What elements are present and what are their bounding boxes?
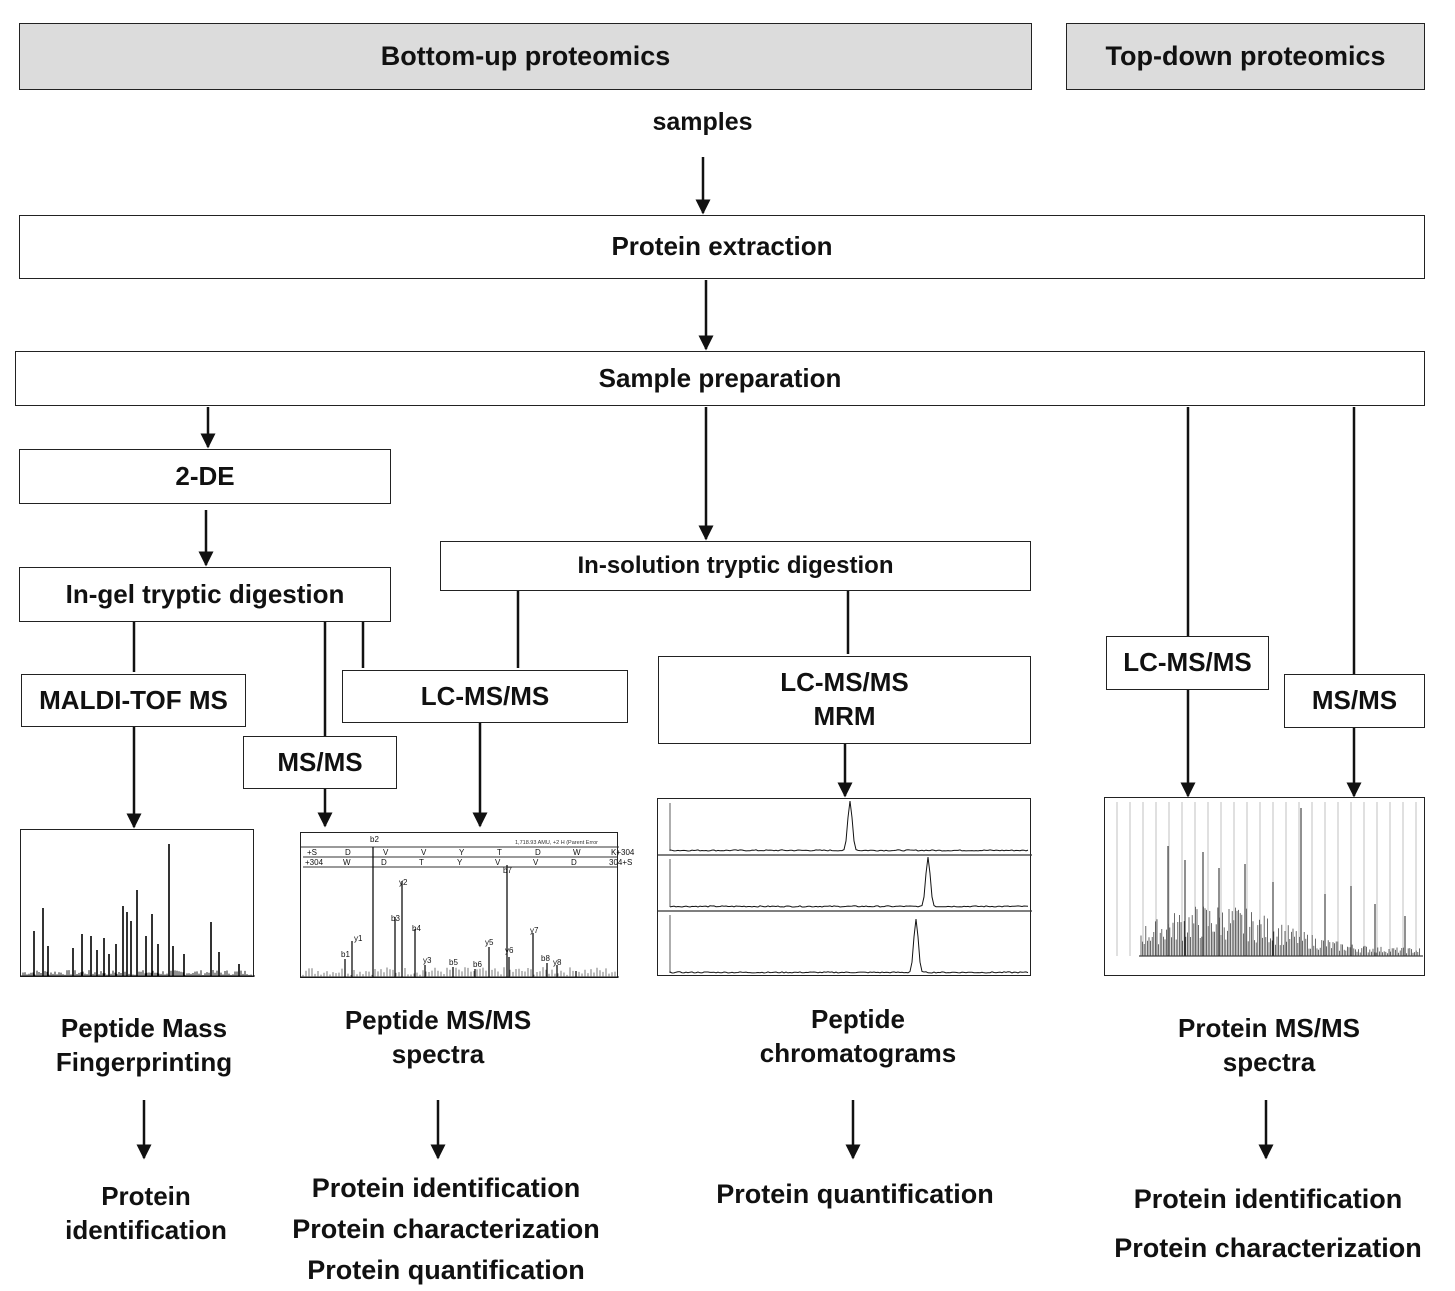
msms-sequence-bottom-residue: D [571,858,577,867]
msms-sequence-top-residue: D [535,848,541,857]
chromatogram-trace-3 [669,918,1029,974]
sample-preparation-label: Sample preparation [598,362,842,393]
protein-spectrum-panel [1104,797,1425,976]
msms-sequence-bottom-residue: D [381,858,387,867]
msms-sequence-bottom-residue: V [533,858,539,867]
two-de-box: 2-DE [19,449,391,504]
prot-msms-output-line2: spectra [1222,1046,1316,1077]
lcmsms-topdown-label: LC-MS/MS [1123,647,1252,678]
msms-sequence-top-residue: V [383,848,389,857]
msms-topdown-box: MS/MS [1284,674,1425,728]
pmf-spectrum [21,844,255,977]
pmf-spectrum-panel [20,829,255,977]
msms-ion-label: b6 [473,960,482,969]
msms-sequence-top-residue: K+304 [611,848,635,857]
lcmsms-mrm-label-line2: MRM [813,701,876,731]
bottom-up-header-label: Bottom-up proteomics [380,40,671,71]
pep-chrom-output-line2: chromatograms [759,1037,957,1068]
sample-preparation-box: Sample preparation [15,351,1425,406]
pmf-output-label: Peptide Mass Fingerprinting [24,1012,264,1080]
lcmsms-mrm-box: LC-MS/MS MRM [658,656,1031,744]
msms-sequence-top-residue: T [497,848,502,857]
chromatogram-trace-2 [669,856,1029,908]
prot-msms-output-label: Protein MS/MS spectra [1128,1012,1410,1080]
msms-ion-label: y2 [399,878,408,887]
maldi-tof-label: MALDI-TOF MS [39,684,228,715]
msms-sequence-bottom-residue: 304+S [609,858,632,867]
top-down-header-label: Top-down proteomics [1105,40,1386,71]
msms-ion-label: b7 [503,866,512,875]
pmf-output-line2: Fingerprinting [55,1046,233,1077]
msms-topdown-label: MS/MS [1311,685,1398,716]
col2-result-line1: Protein identification [311,1173,581,1203]
in-gel-digestion-box: In-gel tryptic digestion [19,567,391,622]
pep-chrom-output-line1: Peptide [811,1004,905,1034]
msms-ion-label: y3 [423,956,432,965]
col4-result-line1: Protein identification [1133,1184,1403,1214]
msms-header-right-text: 1,718.93 AMU, +2 H (Parent Error [515,840,598,846]
top-down-header: Top-down proteomics [1066,23,1425,90]
pep-chrom-output-label: Peptide chromatograms [715,1003,1001,1071]
msms-sequence-top-residue: +S [307,848,317,857]
msms-ion-label: b2 [370,835,379,844]
msms-ion-label: b5 [449,958,458,967]
prot-msms-output-line1: Protein MS/MS [1177,1013,1360,1043]
msms-ion-label: b1 [341,950,350,959]
msms-sequence-top-residue: Y [459,848,465,857]
msms-ion-label: b8 [541,954,550,963]
msms-sequence-top-residue: W [573,848,581,857]
msms-ion-label: b3 [391,914,400,923]
msms-ion-label: y5 [485,938,494,947]
msms-sequence-bottom-residue: V [495,858,501,867]
two-de-label: 2-DE [175,460,235,491]
protein-extraction-box: Protein extraction [19,215,1425,279]
msms-ion-label: y6 [505,946,514,955]
msms-sequence-bottom-residue: T [419,858,424,867]
protein-spectrum [1116,802,1423,957]
protein-extraction-label: Protein extraction [611,231,833,262]
col2-result-line3: Protein quantification [307,1255,585,1286]
col4-result-label: Protein identification Protein character… [1092,1175,1444,1272]
col2-result-line2: Protein characterization [292,1214,600,1245]
samples-label: samples [652,108,753,136]
msms-ion-label: y8 [553,958,562,967]
pmf-output-line1: Peptide Mass [60,1013,228,1043]
maldi-tof-box: MALDI-TOF MS [21,674,246,727]
chromatogram-panel [657,798,1032,976]
in-gel-digestion-label: In-gel tryptic digestion [65,578,345,609]
msms-ion-label: y7 [530,926,539,935]
in-solution-digestion-label: In-solution tryptic digestion [577,552,894,580]
chromatogram-trace-1 [669,800,1029,852]
in-solution-digestion-box: In-solution tryptic digestion [440,541,1031,591]
msms-sequence-bottom-residue: W [343,858,351,867]
pep-msms-output-line1: Peptide MS/MS [344,1005,532,1035]
msms-sequence-top-residue: V [421,848,427,857]
msms-ingel-label: MS/MS [277,746,363,777]
lcmsms-topdown-box: LC-MS/MS [1106,636,1269,690]
pep-msms-output-line2: spectra [391,1038,485,1069]
col3-result-label: Protein quantification [716,1179,994,1209]
col2-result-label: Protein identification Protein character… [268,1168,624,1291]
lcmsms-ingel-box: LC-MS/MS [342,670,628,723]
msms-sequence-top-residue: D [345,848,351,857]
msms-ion-label: y1 [354,934,363,943]
chromatogram [658,800,1032,974]
bottom-up-header: Bottom-up proteomics [19,23,1032,90]
msms-sequence-bottom-residue: +304 [305,858,324,867]
msms-ingel-box: MS/MS [243,736,397,789]
col4-result-line2: Protein characterization [1114,1232,1422,1263]
pep-msms-output-label: Peptide MS/MS spectra [300,1004,576,1072]
col1-result-line1: Protein [101,1181,191,1211]
col1-result-label: Protein identification [34,1180,258,1248]
col1-result-line2: identification [65,1214,227,1245]
msms-ion-label: b4 [412,924,421,933]
lcmsms-ingel-label: LC-MS/MS [420,680,550,711]
lcmsms-mrm-label-line1: LC-MS/MS [780,667,909,698]
msms-sequence-bottom-residue: Y [457,858,463,867]
